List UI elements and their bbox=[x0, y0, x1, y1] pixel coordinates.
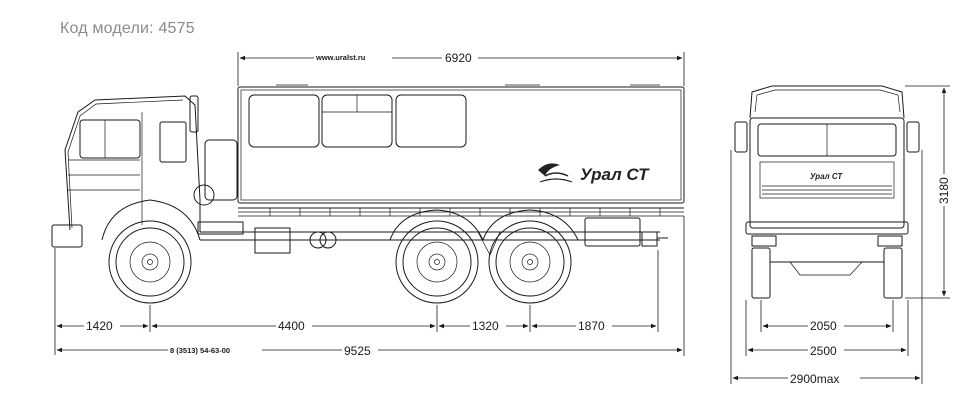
dim-overall-length: 8 (3513) 54-63-00 9525 bbox=[56, 216, 685, 358]
rear-wheel-1 bbox=[395, 220, 479, 304]
chassis-frame bbox=[200, 217, 668, 256]
front-view: Урал СТ 3180 2050 2500 bbox=[730, 85, 951, 386]
exhaust-stack bbox=[189, 95, 199, 133]
fuel-tank bbox=[254, 227, 291, 254]
dim-max-width-label: 2900max bbox=[790, 372, 839, 386]
cab-window bbox=[79, 119, 141, 159]
side-window bbox=[159, 121, 187, 163]
model-title: Код модели: 4575 bbox=[60, 20, 195, 37]
window-1 bbox=[248, 94, 320, 148]
dim-rear-axle-spacing-label: 1320 bbox=[472, 319, 499, 333]
side-view: Урал СТ bbox=[51, 50, 685, 358]
front-bumper bbox=[51, 224, 83, 248]
left-mirror bbox=[734, 121, 748, 153]
front-logo-text: Урал СТ bbox=[810, 172, 843, 181]
dim-body-length: www.uralst.ru 6920 bbox=[237, 50, 685, 86]
headlight-right bbox=[877, 235, 903, 247]
dim-height: 3180 bbox=[905, 85, 951, 299]
air-tank-2 bbox=[319, 231, 337, 249]
right-mirror bbox=[906, 121, 920, 153]
headlight-left bbox=[751, 235, 777, 247]
phone-text: 8 (3513) 54-63-00 bbox=[170, 346, 230, 355]
van-body bbox=[237, 84, 685, 217]
front-tire-left bbox=[751, 247, 771, 299]
rear-wheel-2 bbox=[488, 220, 572, 304]
grille bbox=[759, 161, 895, 199]
dim-height-label: 3180 bbox=[937, 177, 951, 204]
dim-body-length-label: 6920 bbox=[445, 51, 472, 65]
front-bumper-front bbox=[745, 221, 909, 235]
uralst-logo: Урал СТ bbox=[538, 163, 650, 184]
dim-track: 2050 bbox=[760, 300, 894, 333]
dim-axle-row: 1420 4400 1320 1870 bbox=[54, 248, 659, 355]
front-tire-right bbox=[883, 247, 903, 299]
dim-overall-length-label: 9525 bbox=[344, 344, 371, 358]
dim-width: 2500 bbox=[745, 300, 909, 358]
rear-hitch bbox=[641, 231, 658, 247]
dim-max-width: 2900max bbox=[730, 150, 923, 386]
website-text: www.uralst.ru bbox=[315, 53, 366, 62]
dim-rear-overhang-label: 1870 bbox=[578, 319, 605, 333]
spare-wheel bbox=[193, 184, 215, 206]
cab bbox=[51, 95, 244, 248]
air-tank-1 bbox=[309, 231, 327, 249]
dim-wheelbase-label: 4400 bbox=[278, 319, 305, 333]
front-wheel bbox=[108, 220, 192, 304]
air-filter bbox=[204, 139, 238, 201]
dim-width-label: 2500 bbox=[810, 344, 837, 358]
dim-front-overhang-label: 1420 bbox=[86, 319, 113, 333]
step bbox=[197, 221, 244, 235]
dim-track-label: 2050 bbox=[810, 319, 837, 333]
logo-text: Урал СТ bbox=[580, 165, 650, 184]
cab-front bbox=[749, 117, 905, 229]
toolbox bbox=[584, 217, 641, 247]
window-3 bbox=[395, 94, 467, 148]
